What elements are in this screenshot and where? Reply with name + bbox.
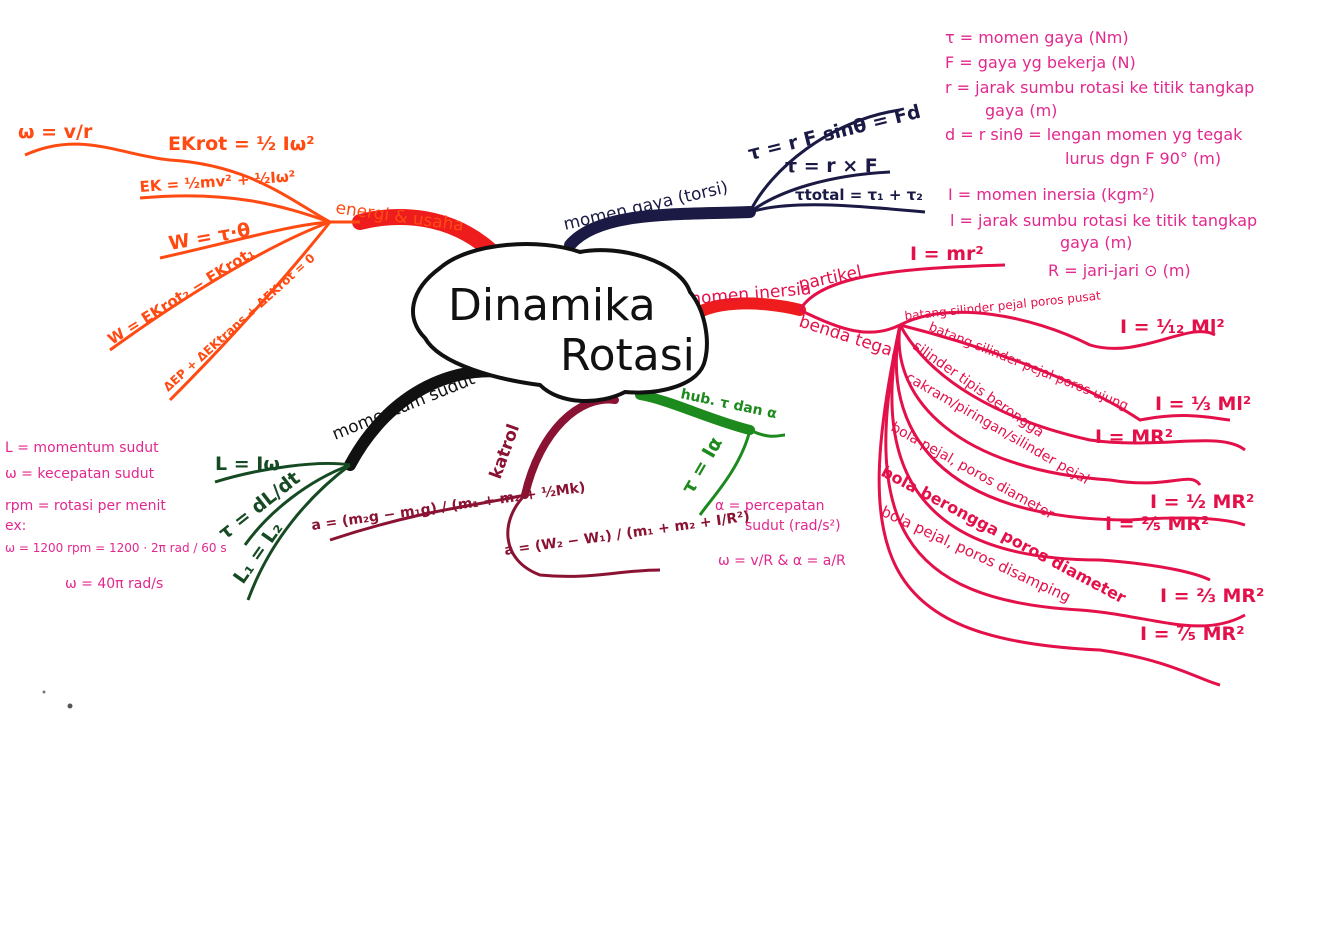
torsi-f1-line xyxy=(748,108,901,213)
inersia-item-line-5 xyxy=(894,324,1246,527)
hub-main-stem xyxy=(635,390,755,435)
inersia-item-line-4 xyxy=(897,324,1202,486)
katrol-f1-line xyxy=(329,493,526,542)
ekrot-formula: EKrot = ½ Iω² xyxy=(168,133,315,155)
center-node: Dinamika Rotasi xyxy=(411,242,709,403)
inersia-item-line-7 xyxy=(884,324,1246,628)
delta-formula: ΔEP + ΔEKtrans + ΔEKrot = 0 xyxy=(161,251,318,394)
momentum-f3-line xyxy=(246,463,351,601)
def-radius: R = jari-jari ⊙ (m) xyxy=(1048,261,1191,280)
def-r-cont: gaya (m) xyxy=(985,101,1057,120)
torsi-f2-line xyxy=(749,170,891,214)
katrol-f2-line xyxy=(506,493,661,578)
torsi-main-stem xyxy=(564,206,756,251)
def-i: I = momen inersia (kgm²) xyxy=(948,185,1155,204)
inersia-item-formula-1: I = ¹⁄₁₂ Ml² xyxy=(1120,316,1225,338)
katrol-formula-2: a = (W₂ − W₁) / (m₁ + m₂ + I/R²) xyxy=(503,509,750,559)
def-l: l = jarak sumbu rotasi ke titik tangkap xyxy=(950,211,1257,230)
note-example-1: ω = 1200 rpm = 1200 · 2π rad / 60 s xyxy=(5,541,227,555)
def-torsi: τ = momen gaya (Nm) xyxy=(945,28,1129,47)
torsi-f3-line xyxy=(749,203,926,214)
torsi-branch-label: momen gaya (torsi) xyxy=(562,178,730,235)
inersia-item-formula-5: I = ⅖ MR² xyxy=(1105,513,1209,535)
omega-v-r-formula: ω = v/r xyxy=(18,121,93,143)
katrol-formula-1: a = (m₂g − m₁g) / (m₁ + m₂ + ½Mk) xyxy=(310,480,586,534)
partikel-label: partikel xyxy=(797,262,864,295)
inersia-item-line-8 xyxy=(877,324,1221,687)
momentum-branch-label: momentum sudut xyxy=(329,369,478,445)
center-title-line-1: Dinamika xyxy=(448,280,656,331)
ink-dot xyxy=(42,690,46,694)
center-cloud-shape xyxy=(411,242,709,403)
inersia-item-line-3 xyxy=(898,324,1246,452)
energi-main-stem xyxy=(352,209,498,258)
momentum-f2-line xyxy=(243,463,351,546)
definitions-block: τ = momen gaya (Nm) F = gaya yg bekerja … xyxy=(945,28,1257,280)
inersia-item-line-2 xyxy=(899,323,1231,422)
hub-f1-line xyxy=(698,429,752,516)
ink-dot xyxy=(67,703,73,709)
note-ex: ex: xyxy=(5,518,26,534)
def-d: d = r sinθ = lengan momen yg tegak xyxy=(945,125,1243,144)
hub-stem-tail xyxy=(749,428,786,438)
inersia-item-formula-6: I = ⅔ MR² xyxy=(1160,585,1264,607)
ek-line xyxy=(139,194,331,224)
benda-tegar-label: benda tegar xyxy=(796,312,901,363)
inersia-item-formula-4: I = ½ MR² xyxy=(1150,491,1254,513)
w-tau-line xyxy=(159,220,331,260)
momentum-f1-line xyxy=(214,462,351,484)
w-ekrot-line xyxy=(109,220,331,352)
ekrot-line xyxy=(24,142,331,224)
def-l-cont: gaya (m) xyxy=(1060,233,1132,252)
momentum-branch: momentum sudut L = Iω τ = dL/dt L₁ = L₂ xyxy=(214,365,526,601)
partikel-formula: I = mr² xyxy=(910,243,984,265)
torsi-formula-3: τtotal = τ₁ + τ₂ xyxy=(795,186,923,204)
momentum-notes-block: L = momentum sudut ω = kecepatan sudut r… xyxy=(5,440,227,592)
inersia-item-formula-2: I = ⅓ Ml² xyxy=(1155,393,1251,415)
delta-line xyxy=(168,221,332,402)
note-omega: ω = kecepatan sudut xyxy=(5,466,155,482)
inersia-item-line-1 xyxy=(899,310,1216,350)
inersia-item-label-1: batang silinder pejal poros pusat xyxy=(904,288,1102,323)
note-example-2: ω = 40π rad/s xyxy=(65,576,163,592)
katrol-branch-label: katrol xyxy=(486,421,524,481)
def-d-cont: lurus dgn F 90° (m) xyxy=(1065,149,1221,168)
energi-branch-label: energi & usaha xyxy=(334,198,465,236)
note-rpm: rpm = rotasi per menit xyxy=(5,498,166,514)
def-gaya: F = gaya yg bekerja (N) xyxy=(945,53,1136,72)
inersia-item-formula-3: I = MR² xyxy=(1095,426,1173,448)
inersia-item-formula-7: I = ⁷⁄₅ MR² xyxy=(1140,623,1245,645)
hub-note-2: sudut (rad/s²) xyxy=(745,518,841,534)
ek-formula: EK = ½mv² + ½Iω² xyxy=(139,167,296,196)
inersia-item-line-6 xyxy=(890,324,1211,582)
hub-note-1: α = percepatan xyxy=(715,498,825,514)
energi-branch: energi & usaha ω = v/r EKrot = ½ Iω² EK … xyxy=(18,121,498,402)
hub-branch: hub. τ dan α τ = Iα α = percepatan sudut… xyxy=(635,386,846,569)
benda-tegar-line xyxy=(799,308,901,334)
def-r: r = jarak sumbu rotasi ke titik tangkap xyxy=(945,78,1254,97)
inersia-branch: momen inersia partikel I = mr² benda teg… xyxy=(684,243,1264,687)
hub-note-3: ω = v/R & α = a/R xyxy=(718,553,846,569)
partikel-line xyxy=(798,263,1006,311)
momentum-formula-1: L = Iω xyxy=(215,453,280,475)
torsi-formula-2: τ = r × F xyxy=(785,155,878,177)
center-title-line-2: Rotasi xyxy=(560,330,695,381)
note-l: L = momentum sudut xyxy=(5,440,159,456)
torsi-branch: momen gaya (torsi) τ = r F sinθ = Fd τ =… xyxy=(562,101,926,251)
